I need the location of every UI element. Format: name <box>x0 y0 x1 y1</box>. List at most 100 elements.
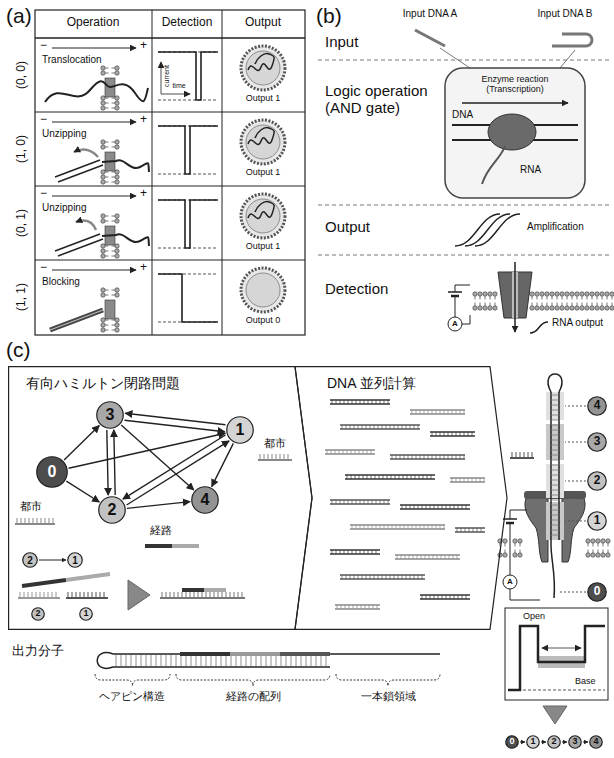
region-label: ヘアピン構造 <box>99 690 165 703</box>
lipid-head <box>600 292 604 296</box>
lipid-head <box>101 249 105 253</box>
dna-base <box>364 500 365 504</box>
dna-base <box>551 510 559 511</box>
dna-base <box>202 592 203 598</box>
table-rule <box>35 37 305 38</box>
dna-base <box>238 592 239 598</box>
dna-base <box>321 655 322 666</box>
dna-base <box>131 655 132 666</box>
dna-base <box>162 592 163 598</box>
dna-base <box>414 505 415 509</box>
lipid-head <box>101 214 105 218</box>
lipid-tail <box>567 303 568 307</box>
lipid-tail <box>105 103 109 104</box>
dna-base <box>206 655 207 666</box>
lipid-tail <box>552 296 553 300</box>
lipid-tail <box>475 296 476 300</box>
dna-base <box>432 432 433 436</box>
node-number: 1 <box>530 737 535 747</box>
axis-label: time <box>172 82 185 90</box>
input-strand <box>415 30 445 46</box>
dna-base <box>384 525 385 529</box>
output-curve <box>530 322 548 333</box>
dna-base <box>170 592 171 598</box>
node-circle <box>99 497 126 524</box>
lipid-tail <box>112 256 116 257</box>
dna-base <box>445 555 446 559</box>
dna-in-vesicle <box>248 54 274 71</box>
panel-letter: (c) <box>6 338 31 362</box>
lipid-head <box>115 106 119 110</box>
dna-base <box>460 432 461 436</box>
dna-base <box>368 525 369 529</box>
dna-base <box>52 592 53 598</box>
dna-base <box>353 605 354 609</box>
path-strand <box>182 588 204 592</box>
table-rule <box>35 112 305 113</box>
dna-base <box>332 500 333 504</box>
row-label: (0, 1) <box>15 209 29 237</box>
path-strand <box>66 574 110 580</box>
dna-base <box>121 655 122 666</box>
lipid-tail <box>607 296 608 300</box>
dna-base <box>358 575 359 579</box>
dna-base <box>406 505 407 509</box>
wire <box>510 510 527 519</box>
operation-name: Unzipping <box>42 202 86 214</box>
dna-base <box>378 425 379 429</box>
lipid-head <box>605 306 609 310</box>
lipid-tail <box>490 296 491 300</box>
row-label: (1, 0) <box>15 135 29 163</box>
dna-base <box>440 525 441 529</box>
ammeter-symbol: A <box>507 577 513 586</box>
dna-base <box>375 475 376 479</box>
lipid-head <box>473 306 477 310</box>
dna-base <box>347 450 348 454</box>
dna-base <box>151 655 152 666</box>
dna-base <box>417 555 418 559</box>
dna-base <box>394 425 395 429</box>
dna-base <box>400 455 401 459</box>
lipid-head <box>580 292 584 296</box>
dna-base <box>366 575 367 579</box>
dna-base <box>421 555 422 559</box>
dna-base <box>551 520 559 521</box>
translocation-arrow <box>514 262 516 332</box>
lipid-tail <box>105 246 109 247</box>
lipid-head <box>575 292 579 296</box>
path-node: 2 <box>547 735 561 749</box>
current-trace <box>158 200 218 248</box>
segment-number: 1 <box>587 511 607 531</box>
dna-base <box>458 505 459 509</box>
lipid-tail <box>588 550 589 554</box>
dna-strand <box>340 574 425 576</box>
lipid-head <box>488 292 492 296</box>
route-arrow <box>64 426 99 461</box>
lipid-tail <box>105 325 109 326</box>
column-header: Detection <box>162 16 213 30</box>
node-number: 0 <box>594 585 601 598</box>
axis-label: current <box>163 65 171 87</box>
dna-base <box>388 400 389 404</box>
segment-band <box>546 424 564 460</box>
dna-strand <box>330 553 380 555</box>
dna-base <box>406 575 407 579</box>
lipid-head <box>610 292 614 296</box>
dna-base <box>352 400 353 404</box>
lipid-head <box>478 306 482 310</box>
dna-strand <box>345 478 435 480</box>
dna-in-vesicle <box>248 128 274 145</box>
dna-base <box>72 592 73 598</box>
dna-strand <box>390 454 465 456</box>
output-label: Output 0 <box>246 315 281 325</box>
dna-base <box>372 550 373 554</box>
dna-base <box>551 400 559 401</box>
polarity-sign: − <box>40 261 47 275</box>
route-arrow <box>69 433 226 468</box>
dna-base <box>551 405 559 406</box>
dna-base <box>382 425 383 429</box>
dna-duplex <box>50 310 103 330</box>
output-label: Output 1 <box>246 167 281 177</box>
dna-base <box>181 655 182 666</box>
dna-base <box>306 655 307 666</box>
